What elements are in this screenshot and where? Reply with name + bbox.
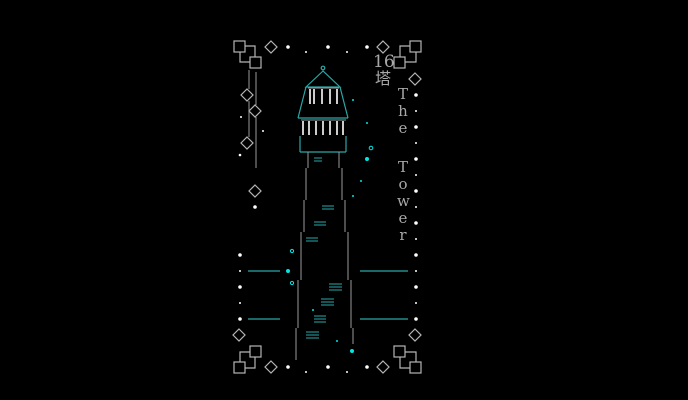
- card-number: 16: [373, 52, 395, 72]
- diamond-icon: [232, 40, 422, 374]
- spark-particles: [286, 99, 369, 353]
- tower-windows: [302, 89, 344, 135]
- tower-bricks: [306, 157, 342, 339]
- card-title-letter: T: [397, 158, 408, 176]
- card-kanji: 塔: [375, 69, 392, 88]
- card-title-letter: r: [399, 226, 407, 244]
- tower-roof: [297, 65, 349, 153]
- tower-body: [295, 152, 354, 360]
- ground-ledges: [248, 270, 408, 320]
- dot-icon: [238, 45, 418, 373]
- corner-bracket-icon: [233, 40, 262, 69]
- corner-bracket-icon: [393, 345, 422, 374]
- corner-bracket-icon: [233, 345, 262, 374]
- card-title-letter: o: [398, 175, 408, 193]
- card-title-letter: w: [397, 192, 410, 210]
- card-title-letter: e: [398, 209, 408, 227]
- spark-rings: [289, 145, 374, 286]
- card-title-letter: e: [398, 119, 408, 137]
- left-rail: [248, 70, 257, 168]
- card-title-letter: h: [398, 102, 408, 120]
- corner-bracket-icon: [393, 40, 422, 69]
- card-title-letter: T: [397, 85, 408, 103]
